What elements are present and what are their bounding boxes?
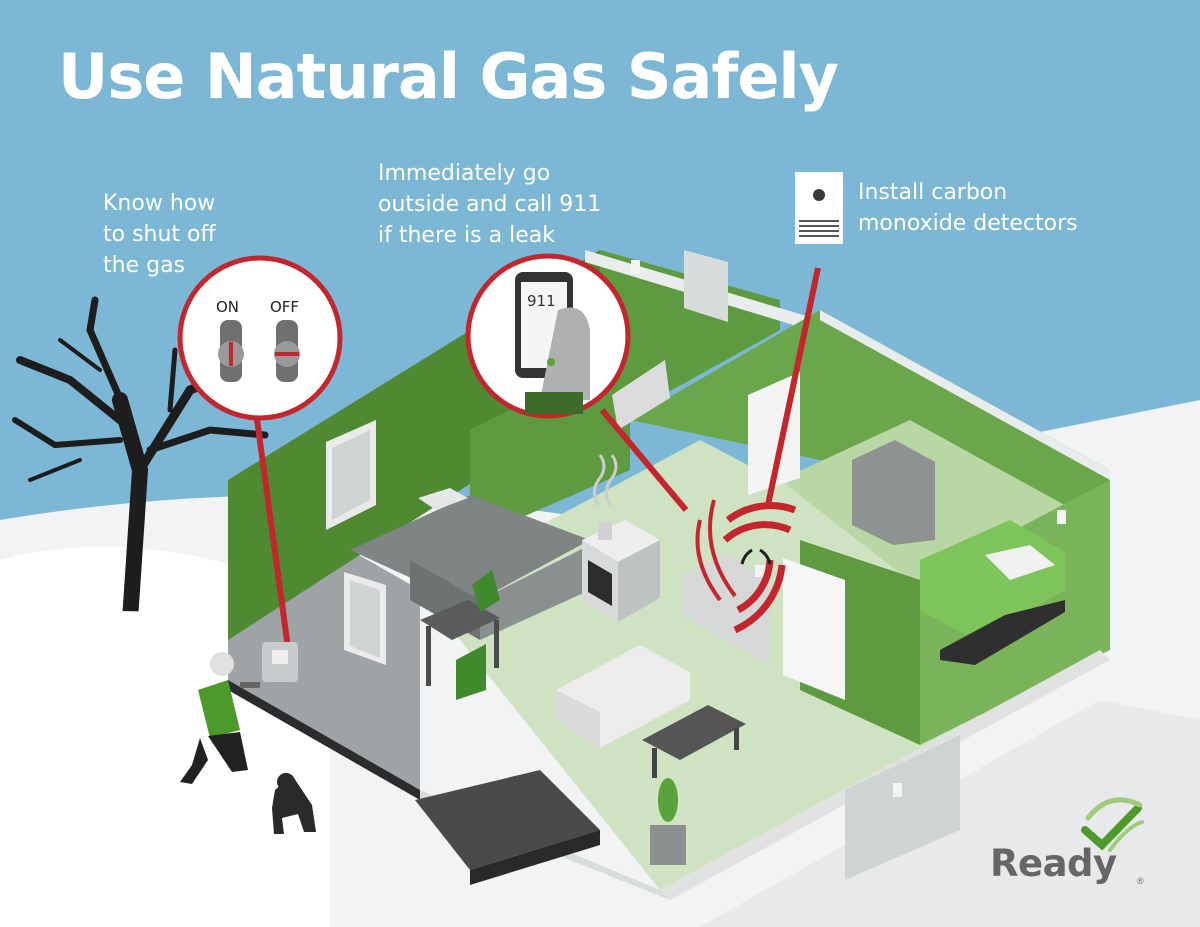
brand-name: Ready [990, 842, 1117, 885]
leak-callout: Immediately go outside and call 911 if t… [378, 161, 602, 248]
phone-number: 911 [527, 292, 556, 310]
co-detector-callout: Install carbon monoxide detectors [858, 180, 1078, 236]
gas-waves-icon [695, 499, 797, 634]
gas-valve-icon [177, 255, 343, 421]
person-icon [180, 652, 260, 784]
page-title: Use Natural Gas Safely [58, 40, 839, 113]
checkmark-icon [1081, 797, 1144, 852]
valve-off-label: OFF [270, 298, 300, 316]
registered-mark: ® [1137, 876, 1144, 886]
shutoff-callout: Know how to shut off the gas [103, 191, 216, 278]
valve-on-label: ON [216, 298, 240, 316]
tree-icon [12, 296, 269, 628]
dog-icon [272, 773, 316, 834]
co-detector-icon [795, 172, 843, 244]
phone-icon [465, 253, 631, 419]
